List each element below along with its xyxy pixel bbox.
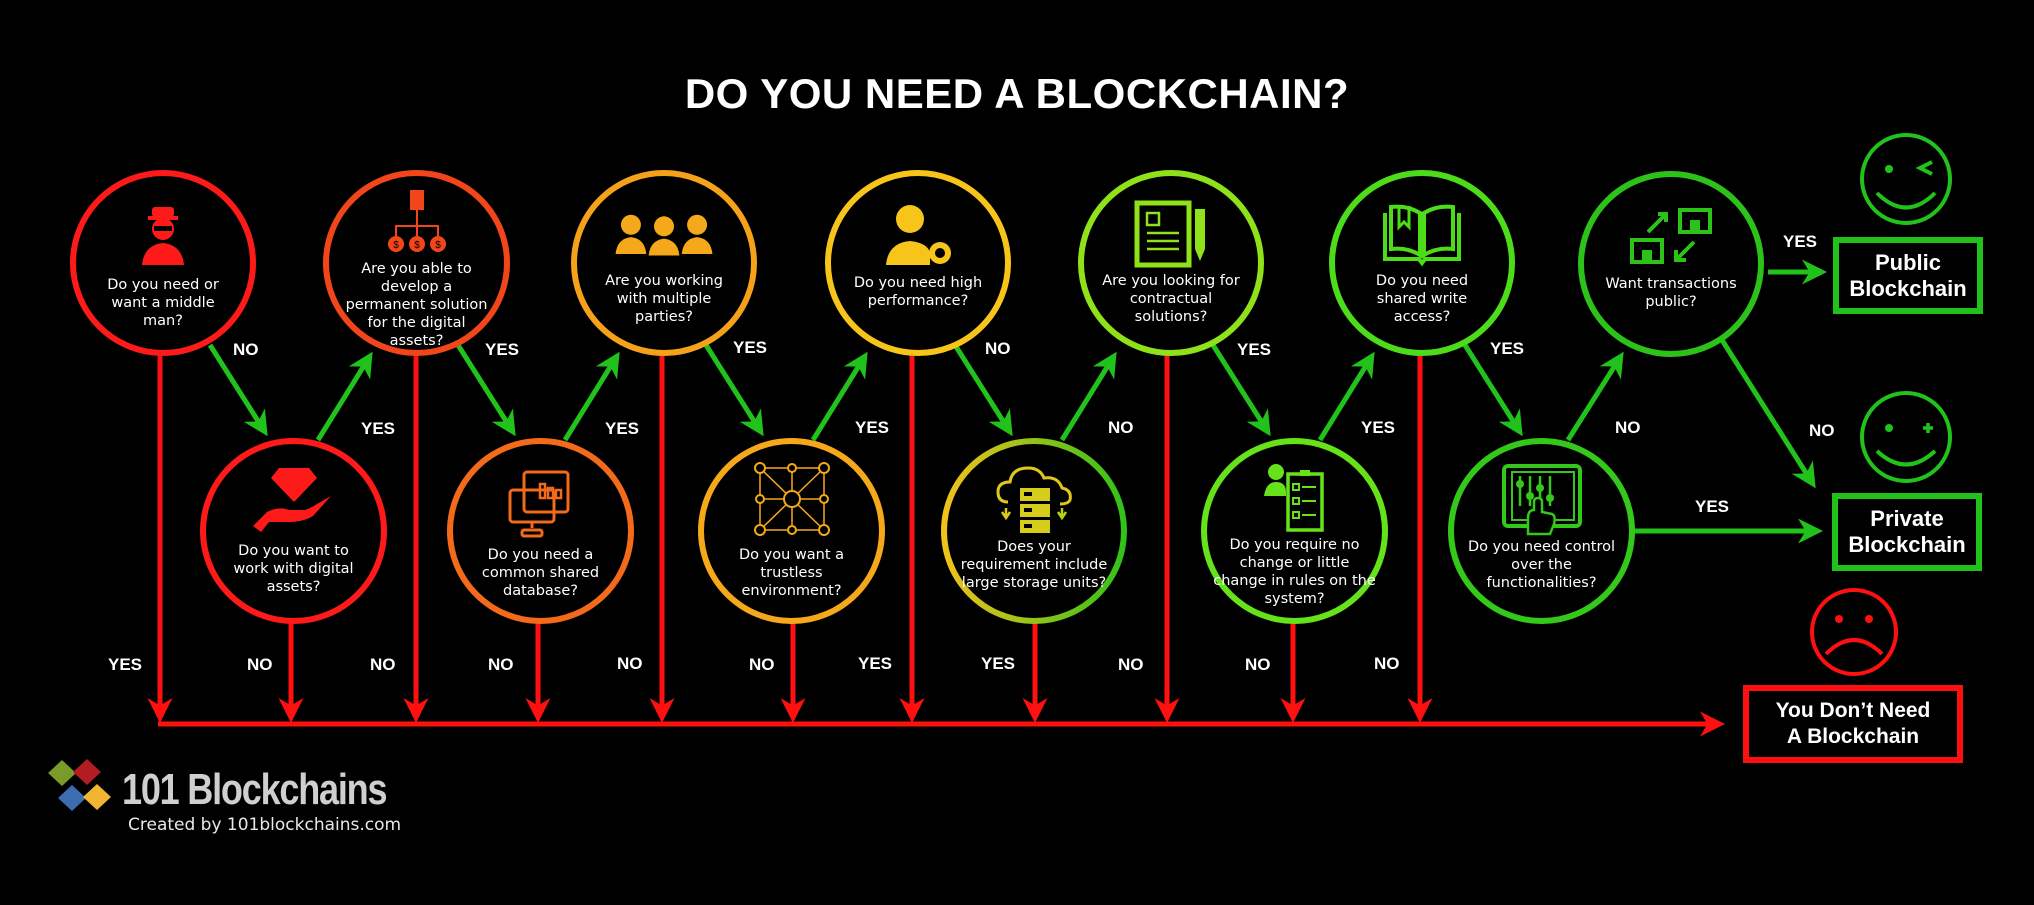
svg-text:$: $: [393, 240, 399, 251]
open-book-icon: [1372, 196, 1472, 272]
edge-label-q12-yes: YES: [1695, 497, 1730, 516]
network-icon: [742, 462, 842, 538]
edge-label-q1-no: NO: [233, 340, 259, 359]
svg-text:$: $: [435, 240, 441, 251]
shared-database-icon: [491, 466, 591, 542]
user-gear-icon: [868, 198, 968, 274]
question-node-q9: Are you looking for contractual solution…: [1078, 170, 1264, 356]
brand-credit: Created by 101blockchains.com: [128, 815, 402, 835]
drop-label-q3: NO: [370, 655, 396, 674]
sad-face-icon: [1810, 588, 1898, 676]
edge-label-q10-yes: YES: [1361, 418, 1396, 437]
edge-label-q5-yes: YES: [733, 338, 768, 357]
transactions-shops-icon: [1621, 199, 1721, 275]
contract-pen-icon: [1121, 196, 1221, 272]
drop-label-q2: NO: [247, 655, 273, 674]
drop-label-q11: NO: [1374, 654, 1400, 673]
question-node-q8: Does your requirement include large stor…: [941, 438, 1127, 624]
green-flow-arrows: [207, 259, 1827, 544]
multiple-people-icon: [614, 196, 714, 272]
edge-label-q11-yes: YES: [1490, 339, 1525, 358]
red-drop-lines: [147, 355, 1433, 723]
drop-label-q9: NO: [1118, 655, 1144, 674]
tablet-controls-icon: [1492, 462, 1592, 538]
diamond-hand-icon: [244, 462, 344, 538]
drop-label-q7: YES: [858, 654, 893, 673]
edge-label-q8-no: NO: [1108, 418, 1134, 437]
edge-label-q4-yes: YES: [605, 419, 640, 438]
svg-text:$: $: [414, 240, 420, 251]
question-node-q10: Do you require no change or little chang…: [1201, 438, 1388, 624]
cloud-server-icon: [984, 462, 1084, 538]
question-node-q3: $$$ Are you able to develop a permanent …: [323, 170, 510, 356]
question-node-q5: Are you working with multiple parties?: [571, 170, 757, 356]
drop-label-q10: NO: [1245, 655, 1271, 674]
question-node-q12: Do you need control over the functionali…: [1448, 438, 1635, 624]
page-title: DO YOU NEED A BLOCKCHAIN?: [684, 70, 1350, 117]
edge-label-q13-no: NO: [1809, 421, 1835, 440]
logo-cubes-icon: [48, 759, 111, 811]
edge-label-q13-yes: YES: [1783, 232, 1818, 251]
drop-label-q6: NO: [749, 655, 775, 674]
question-node-q2: Do you want to work with digital assets?: [200, 438, 387, 624]
user-checklist-icon: [1245, 460, 1345, 536]
question-node-q11: Do you need shared write access?: [1329, 170, 1515, 356]
edge-label-q3-yes: YES: [485, 340, 520, 359]
drop-label-q5: NO: [617, 654, 643, 673]
edge-label-q12-no: NO: [1615, 418, 1641, 437]
edge-label-q9-yes: YES: [1237, 340, 1272, 359]
edge-label-q7-no: NO: [985, 339, 1011, 358]
smiley-icon: [1860, 391, 1952, 483]
question-node-q7: Do you need high performance?: [825, 170, 1011, 356]
drop-label-q4: NO: [488, 655, 514, 674]
question-node-q1: Do you need or want a middle man?: [70, 170, 256, 356]
question-node-q6: Do you want a trustless environment?: [698, 438, 885, 624]
drop-label-q8: YES: [981, 654, 1016, 673]
brand-name: 101 Blockchains: [122, 765, 388, 814]
winking-smiley-icon: [1860, 133, 1952, 225]
asset-hierarchy-icon: $ $ $: [367, 188, 467, 260]
drop-label-q1: YES: [108, 655, 143, 674]
edge-label-q6-yes: YES: [855, 418, 890, 437]
middleman-icon: [113, 200, 213, 276]
question-node-q4: Do you need a common shared database?: [447, 438, 634, 624]
edge-label-q2-yes: YES: [361, 419, 396, 438]
question-node-q13: Want transactions public?: [1578, 171, 1764, 357]
